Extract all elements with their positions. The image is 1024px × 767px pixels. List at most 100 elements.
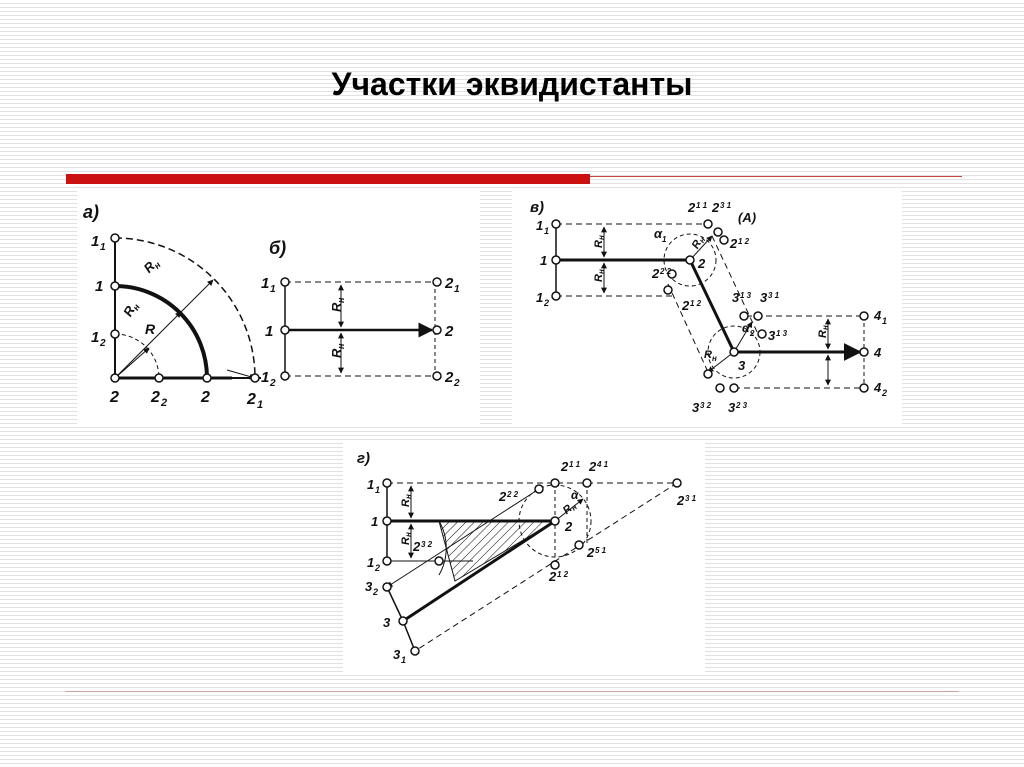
fig-v-sub-3-21: 1 3: [740, 291, 752, 300]
fig-b-point-2-1: [432, 277, 442, 287]
fig-b-radius-bottom-sub: н: [336, 343, 346, 349]
fig-v-label-2-12b: 2: [681, 298, 690, 313]
fig-a-radius-r: R: [145, 321, 156, 337]
fig-a-sub-2-1: 1: [257, 399, 263, 411]
fig-v-sub-3-11: 1 3: [776, 329, 788, 338]
fig-a-label-1-2: 1: [91, 329, 99, 346]
fig-g-label-1-1: 1: [367, 477, 374, 492]
fig-v-label-2: 2: [697, 256, 706, 271]
fig-g-sub-1-1: 1: [375, 485, 380, 495]
fig-v-sub-2-22: 2 2: [659, 267, 672, 276]
fig-b-radius-top: R: [329, 302, 344, 312]
fig-b-point-1: [280, 325, 290, 335]
fig-v-radius-corner-3-sub: н: [712, 354, 717, 363]
fig-v-sub-1-1: 1: [544, 226, 549, 236]
slide-title: Участки эквидистанты: [331, 66, 693, 102]
fig-v-sub-2-11: 1 1: [696, 201, 708, 210]
fig-a-radius-outer-sub: н: [152, 260, 163, 271]
fig-a-label: а): [83, 202, 99, 222]
fig-v-angle-1: α: [654, 226, 663, 241]
fig-a-label-1: 1: [95, 278, 103, 295]
fig-g-point-3-1: [410, 646, 420, 656]
fig-v-label-4: 4: [873, 345, 882, 360]
fig-b-label-1: 1: [265, 323, 273, 340]
fig-a-sub-1-1: 1: [100, 242, 106, 253]
fig-v-sub-4-1: 1: [882, 316, 887, 326]
fig-g-sub-2-11: 1 1: [569, 460, 581, 469]
fig-g-point-3-2: [382, 582, 392, 592]
fig-g-point-2-32: [434, 556, 444, 566]
fig-g-point-2: [550, 516, 560, 526]
fig-a-point-2-1: [250, 373, 260, 383]
fig-g-angle: α: [571, 488, 579, 502]
fig-b-sub-2-2: 2: [453, 378, 460, 389]
fig-g-sub-2-22: 2 2: [506, 490, 519, 499]
fig-v-label-2-11: 2: [687, 200, 696, 215]
fig-g-label-2-41: 2: [588, 459, 597, 474]
fig-a-point-1-1: [110, 233, 120, 243]
fig-g-point-2-51: [574, 540, 584, 550]
fig-b-label: б): [269, 238, 286, 258]
fig-b-label-1-1: 1: [261, 275, 269, 292]
fig-a-point-1: [110, 281, 120, 291]
fig-b-sub-1-1: 1: [270, 284, 276, 295]
fig-v-point-1-1: [551, 219, 561, 229]
fig-v-label-3-32: 3: [692, 400, 700, 415]
fig-v-point-2-12b: [663, 285, 673, 295]
fig-a-label-1-1: 1: [91, 233, 99, 250]
fig-v-point-3-22: [729, 383, 739, 393]
fig-v-point-2-22: [667, 269, 677, 279]
fig-b-label-2-2: 2: [444, 369, 454, 386]
fig-g-label-2-11: 2: [560, 459, 569, 474]
fig-v-radius-bottom: R: [593, 274, 605, 282]
fig-g-point-2-22: [534, 484, 544, 494]
fig-g-label-2-51: 2: [586, 545, 595, 560]
figure-v-panel: в) (А) 1 1 1 1 2 2 1 1 2 3 1 2 1 2 2 2 2…: [512, 190, 902, 425]
fig-a-sub-1-2: 2: [99, 338, 106, 349]
figure-g-panel: г) 1 1 1 1 2 2 1 1 2 4 1 2 3 1 2 2 2 2 3…: [343, 441, 705, 672]
fig-v-point-2-31: [713, 227, 723, 237]
fig-g-radius-bottom: R: [400, 537, 412, 545]
fig-v-point-4-2: [859, 383, 869, 393]
fig-g-label-2-22: 2: [498, 489, 507, 504]
fig-b-sub-1-2: 2: [269, 378, 276, 389]
fig-v-point-3-31: [753, 311, 763, 321]
fig-b-radius-bottom: R: [329, 348, 344, 358]
fig-g-point-1: [382, 516, 392, 526]
fig-v-radius-top-sub: н: [597, 235, 606, 240]
fig-v-radius-right: R: [817, 330, 829, 338]
fig-v-point-2-12: [719, 235, 729, 245]
fig-v-radius-top: R: [593, 240, 605, 248]
figure-a-panel: а) 1 1 1 1 2 2 2 2 2 2 1 R н R н R б) 1 …: [77, 190, 480, 425]
fig-g-point-1-2: [382, 556, 392, 566]
fig-g-radius-bottom-sub: н: [404, 532, 413, 537]
fig-v-point-4: [859, 347, 869, 357]
fig-g-sub-2-12: 1 2: [557, 570, 569, 579]
fig-v-point-4-1: [859, 311, 869, 321]
fig-g-sub-2-41: 4 1: [596, 460, 609, 469]
fig-g-label-2-12: 2: [548, 569, 557, 584]
fig-g-sub-2-31: 3 1: [685, 494, 697, 503]
fig-a-sub-2-2: 2: [160, 397, 167, 409]
fig-g-sub-3-2: 2: [372, 587, 378, 597]
fig-g-sub-2-32: 3 2: [421, 540, 433, 549]
fig-b-label-2-1: 2: [444, 275, 454, 292]
fig-a-label-2-2: 2: [150, 389, 160, 406]
fig-b-point-1-2: [280, 371, 290, 381]
fig-v-label-1-2: 1: [536, 290, 543, 305]
fig-v-point-3-12: [703, 369, 713, 379]
fig-v-point-3-32: [715, 383, 725, 393]
fig-v-sub-2-12: 1 2: [738, 237, 750, 246]
fig-g-point-1-1: [382, 478, 392, 488]
figure-g-diagram: г) 1 1 1 1 2 2 1 1 2 4 1 2 3 1 2 2 2 2 3…: [357, 450, 697, 665]
fig-v-point-2: [685, 255, 695, 265]
fig-g-label-3-2: 3: [365, 579, 373, 594]
fig-v-label-3-31: 3: [760, 290, 768, 305]
fig-v-angle-2-sub: 2: [749, 329, 755, 338]
fig-v-label: в): [530, 199, 544, 216]
fig-a-point-2: [202, 373, 212, 383]
fig-v-label-2-22: 2: [651, 266, 660, 281]
fig-g-point-2-12: [550, 560, 560, 570]
fig-a-radius-inner-sub: н: [131, 302, 143, 312]
fig-v-radius-corner-3: R: [704, 349, 712, 361]
